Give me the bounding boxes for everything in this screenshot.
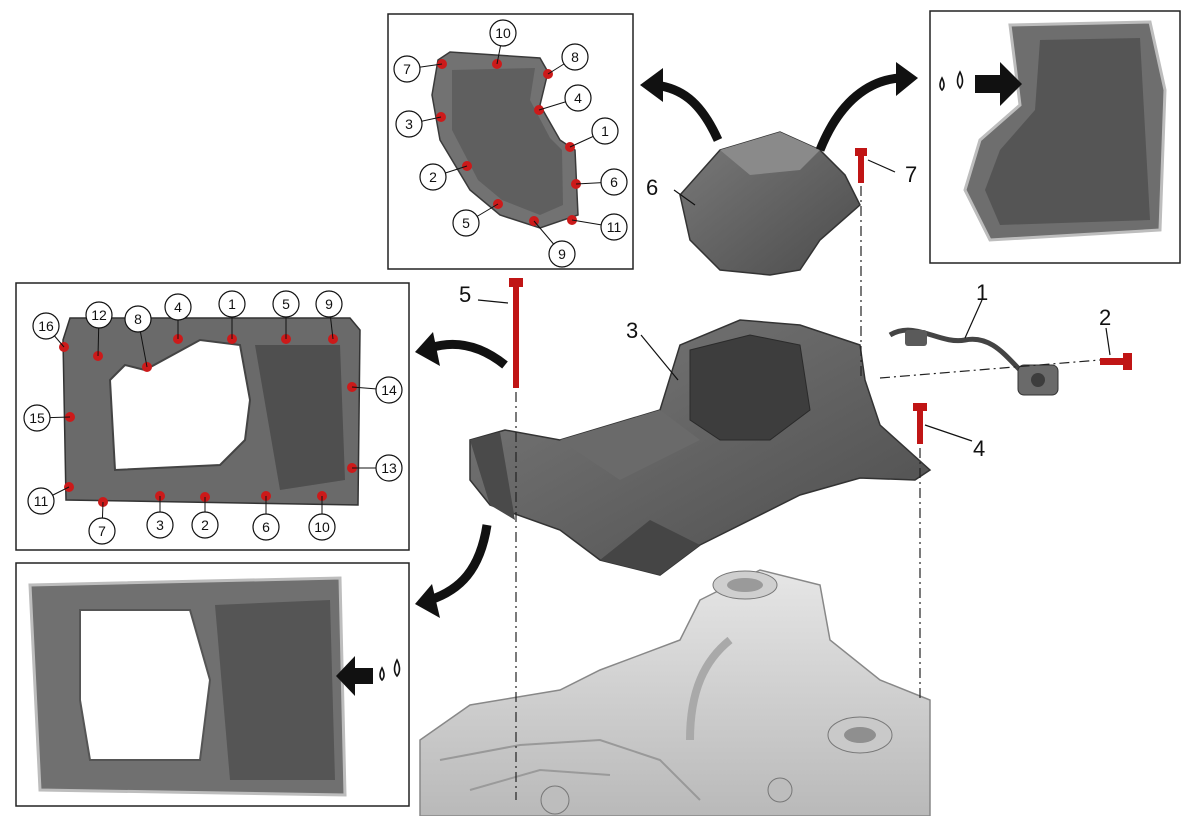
- upper-oil-pan-part-3: [469, 319, 932, 576]
- callout-number: 2: [429, 169, 437, 185]
- callout-number: 8: [134, 311, 142, 327]
- bolt-part-5: [509, 278, 523, 388]
- curved-arrow-icon: [415, 62, 918, 618]
- arrow-icon: [336, 656, 373, 696]
- callout-number: 11: [607, 219, 622, 235]
- callout-circle: [32, 312, 60, 340]
- callout-number: 10: [314, 519, 330, 535]
- callout-number: 5: [462, 215, 470, 231]
- callout-circle: [375, 376, 403, 404]
- callout-number: 8: [571, 49, 579, 65]
- callout-number: 4: [174, 299, 182, 315]
- callout-circle: [393, 55, 421, 83]
- oil-level-sensor-part-1: [888, 327, 1059, 396]
- callout-number: 7: [403, 61, 411, 77]
- part-label-2: 2: [1099, 305, 1111, 330]
- callout-number: 13: [381, 460, 397, 476]
- sealant-drops-icon: [379, 658, 401, 682]
- callout-circle: [88, 517, 116, 545]
- callout-circle: [146, 511, 174, 539]
- callout-number: 15: [29, 410, 45, 426]
- callout-circle: [124, 305, 152, 333]
- callout-circle: [315, 290, 343, 318]
- callout-number: 9: [558, 246, 566, 262]
- inset-lower-pan-sequence: [387, 13, 634, 270]
- callout-circle: [272, 290, 300, 318]
- callout-circle: [561, 43, 589, 71]
- callout-circle: [489, 19, 517, 47]
- callout-circle: [600, 213, 628, 241]
- inset-upper-pan-sequence: [15, 282, 410, 551]
- callout-number: 3: [156, 517, 164, 533]
- inset-lower-pan-sealant: [929, 10, 1181, 264]
- callout-number: 5: [282, 296, 290, 312]
- callout-number: 10: [495, 25, 511, 41]
- callout-circle: [419, 163, 447, 191]
- sealant-drops-icon: [939, 70, 964, 92]
- part-label-1: 1: [976, 280, 988, 305]
- callout-circle: [218, 290, 246, 318]
- callout-number: 4: [574, 90, 582, 106]
- callout-number: 1: [601, 123, 609, 139]
- callout-number: 1: [228, 296, 236, 312]
- alignment-lines: [515, 186, 1101, 800]
- callout-circle: [600, 168, 628, 196]
- callout-circle: [548, 240, 576, 268]
- engine-block: [419, 569, 931, 816]
- callout-circle: [564, 84, 592, 112]
- callout-circle: [164, 293, 192, 321]
- bolt-marker: [492, 59, 502, 69]
- inset-upper-pan-sealant: [15, 562, 410, 807]
- callout-number: 14: [381, 382, 397, 398]
- callout-circle: [23, 404, 51, 432]
- callout-circle: [591, 117, 619, 145]
- part-label-4: 4: [973, 436, 985, 461]
- callout-circle: [85, 301, 113, 329]
- callout-number: 3: [405, 116, 413, 132]
- callout-number: 6: [262, 519, 270, 535]
- part-label-5: 5: [459, 282, 471, 307]
- part-label-3: 3: [626, 318, 638, 343]
- bolt-part-7: [855, 148, 867, 183]
- leader-lines: [477, 159, 1111, 442]
- bolt-part-2: [1100, 353, 1132, 370]
- callout-circle: [375, 454, 403, 482]
- callout-number: 16: [38, 318, 54, 334]
- callout-number: 11: [34, 493, 49, 509]
- callout-circle: [395, 110, 423, 138]
- bolt-part-4: [913, 403, 927, 444]
- part-label-6: 6: [646, 175, 658, 200]
- callout-circle: [27, 487, 55, 515]
- callout-circle: [452, 209, 480, 237]
- callout-number: 12: [91, 307, 107, 323]
- callout-circle: [308, 513, 336, 541]
- callout-circle: [252, 513, 280, 541]
- lower-oil-pan-part-6: [679, 131, 861, 276]
- callout-number: 2: [201, 517, 209, 533]
- arrow-icon: [975, 62, 1022, 106]
- callout-number: 7: [98, 523, 106, 539]
- callout-circle: [191, 511, 219, 539]
- part-label-7: 7: [905, 162, 917, 187]
- callout-number: 9: [325, 296, 333, 312]
- callout-number: 6: [610, 174, 618, 190]
